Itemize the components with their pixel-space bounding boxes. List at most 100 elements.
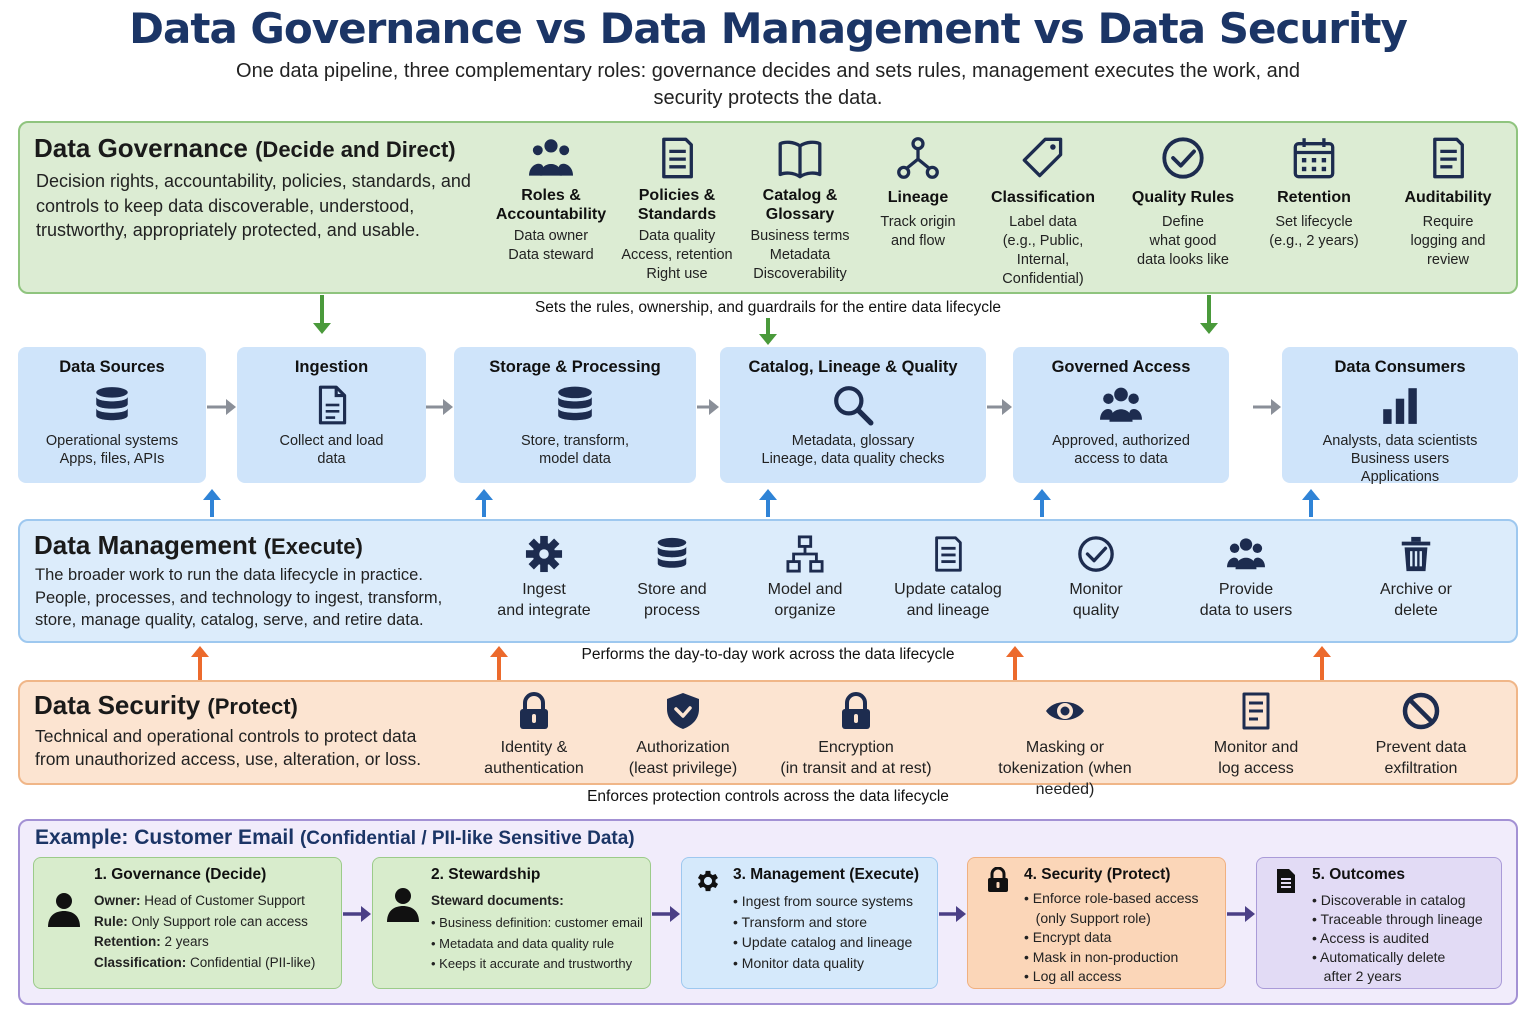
- page-subtitle: One data pipeline, three complementary r…: [236, 60, 1300, 109]
- pipeline-stage-title: Data Sources: [59, 358, 165, 376]
- lock-icon: [988, 867, 1008, 892]
- gear-icon: [525, 535, 563, 573]
- document-icon: [662, 137, 693, 179]
- example-stewardship-heading: Steward documents:: [431, 893, 564, 908]
- governance-title: Data Governance (Decide and Direct): [34, 133, 456, 163]
- prohibited-icon: [1402, 692, 1440, 730]
- example-bullet: Keeps it accurate and trustworthy: [431, 954, 643, 975]
- governance-item-label: Catalog & Glossary: [762, 187, 838, 223]
- example-bullet: Mask in non-production: [1024, 948, 1199, 968]
- pipeline-stage: Storage & Processing Store, transform,mo…: [454, 347, 696, 483]
- example-bullet: Discoverable in catalog: [1312, 891, 1483, 910]
- governance-item-label: Policies & Standards: [637, 187, 717, 223]
- right-arrow: [1253, 399, 1281, 415]
- right-arrow: [939, 906, 966, 922]
- security-item-label: Identity &authentication: [484, 739, 584, 777]
- pipeline-stage-title: Catalog, Lineage & Quality: [748, 358, 958, 376]
- example-bullet: Automatically delete after 2 years: [1312, 948, 1483, 986]
- example-security-list: Enforce role-based access (only Support …: [1024, 889, 1199, 987]
- right-arrow: [697, 399, 719, 415]
- check-circle-icon: [1078, 536, 1114, 572]
- lineage-icon: [897, 137, 939, 179]
- users-icon: [1100, 387, 1142, 422]
- up-arrow: [1033, 489, 1051, 517]
- example-management-box: 3. Management (Execute) Ingest from sour…: [681, 857, 938, 989]
- example-governance-title: 1. Governance (Decide): [94, 866, 267, 883]
- governance-description: Decision rights, accountability, policie…: [36, 171, 471, 240]
- governance-item: Retention Set lifecycle(e.g., 2 years): [1244, 136, 1384, 251]
- book-icon: [778, 140, 822, 179]
- example-bullet: Encrypt data: [1024, 928, 1199, 948]
- example-outcomes-box: 5. Outcomes Discoverable in catalogTrace…: [1256, 857, 1502, 989]
- up-arrow: [759, 489, 777, 517]
- calendar-icon: [1293, 138, 1335, 179]
- pipeline-stage-title: Storage & Processing: [489, 358, 661, 376]
- example-bullet: Update catalog and lineage: [733, 932, 913, 953]
- example-title: Example: Customer Email (Confidential / …: [35, 826, 635, 849]
- database-icon: [657, 537, 687, 568]
- pipeline-stage: Data Consumers Analysts, data scientists…: [1282, 347, 1518, 485]
- example-outcomes-title: 5. Outcomes: [1312, 866, 1406, 883]
- tag-icon: [1022, 137, 1063, 178]
- up-arrow: [203, 489, 221, 517]
- example-bullet: Ingest from source systems: [733, 891, 913, 912]
- bar-chart-icon: [1383, 388, 1417, 424]
- pipeline-stage-title: Data Consumers: [1334, 358, 1466, 376]
- security-item: Identity &authentication: [439, 691, 629, 779]
- person-icon: [48, 893, 80, 927]
- example-management-list: Ingest from source systemsTransform and …: [733, 891, 913, 973]
- governance-item-label: Roles & Accountability: [495, 187, 607, 223]
- right-arrow: [207, 399, 236, 415]
- page-title: Data Governance vs Data Management vs Da…: [129, 4, 1408, 53]
- example-security-box: 4. Security (Protect) Enforce role-based…: [967, 857, 1226, 989]
- example-outcomes-list: Discoverable in catalogTraceable through…: [1312, 891, 1483, 986]
- governance-item: Classification Label data(e.g., Public,I…: [983, 136, 1103, 289]
- magnifier-icon: [834, 386, 874, 426]
- right-arrow: [652, 906, 680, 922]
- example-stewardship-box: 2. Stewardship Steward documents: Busine…: [372, 857, 651, 989]
- security-item: Authorization(least privilege): [588, 691, 778, 779]
- management-band: [18, 519, 1518, 643]
- document-icon: [935, 536, 962, 572]
- example-governance-row: Owner: Head of Customer Support: [94, 893, 305, 908]
- example-governance-row: Retention: 2 years: [94, 934, 209, 949]
- governance-item-desc: Set lifecycle(e.g., 2 years): [1269, 214, 1359, 249]
- example-bullet: Enforce role-based access (only Support …: [1024, 889, 1199, 928]
- governance-item-label: Retention: [1277, 189, 1351, 206]
- security-item-label: Encryption(in transit and at rest): [780, 739, 932, 777]
- check-circle-icon: [1162, 137, 1204, 179]
- right-arrow: [343, 906, 371, 922]
- hierarchy-icon: [786, 535, 824, 573]
- users-icon: [1227, 538, 1265, 570]
